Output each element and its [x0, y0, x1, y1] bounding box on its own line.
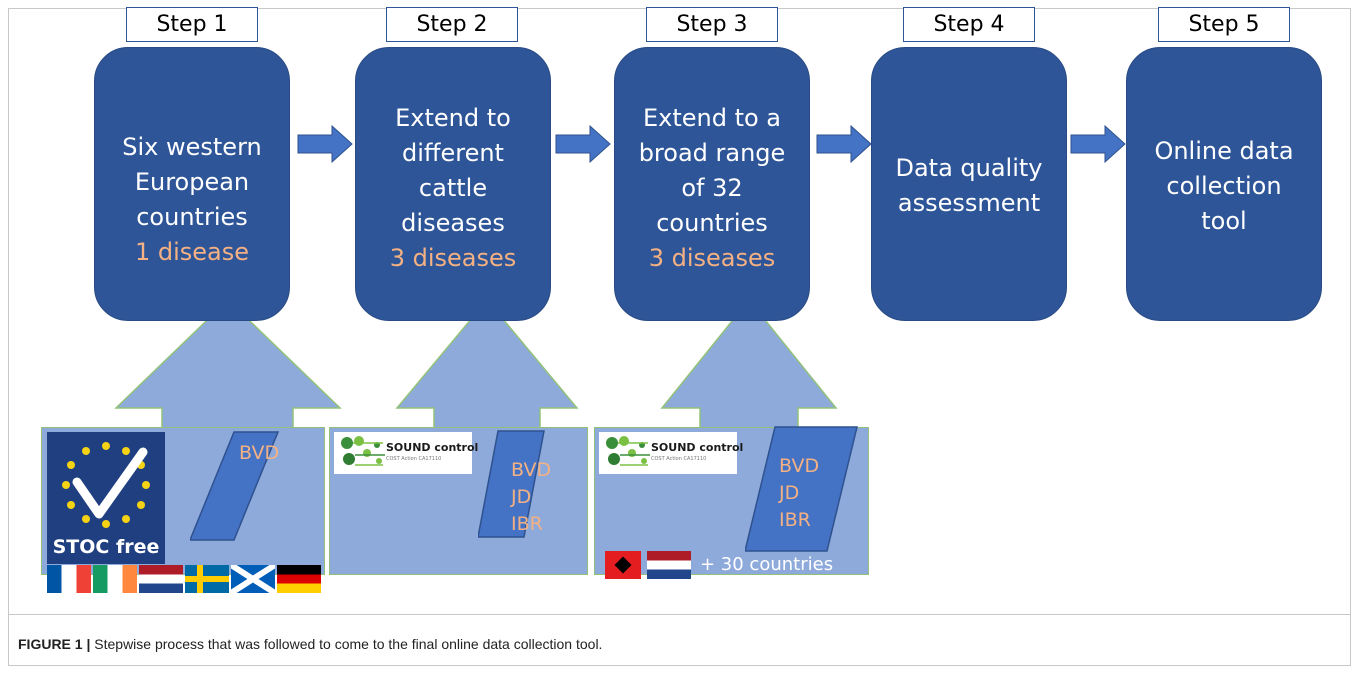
right-arrow-2	[555, 124, 611, 164]
disease-label-jd-3: JD	[779, 482, 800, 504]
step-2-line-4: diseases	[401, 208, 505, 237]
step-tab-1: Step 1	[126, 7, 258, 42]
step-1-line-1: Six western	[122, 133, 262, 161]
step-box-5: Online data collection tool	[1126, 47, 1322, 321]
sound-control-logo-graphic	[341, 436, 385, 466]
step-tab-5: Step 5	[1158, 7, 1290, 42]
step-3-line-2: broad range	[638, 138, 786, 167]
flag-germany-icon	[277, 565, 321, 593]
flag-sweden-icon	[185, 565, 229, 593]
step-tab-3: Step 3	[646, 7, 778, 42]
disease-label-jd-2: JD	[511, 486, 532, 508]
flag-scotland-icon	[231, 565, 275, 593]
disease-parallelogram-1	[190, 431, 280, 541]
flag-france-icon	[47, 565, 91, 593]
step-box-4: Data quality assessment	[871, 47, 1067, 321]
step-2-line-3: cattle	[418, 173, 488, 202]
stoc-free-logo-graphic	[62, 442, 150, 528]
step-4-line-2: assessment	[897, 189, 1041, 217]
disease-labels-3: BVD JD IBR	[779, 453, 819, 534]
caption-text: Stepwise process that was followed to co…	[90, 636, 603, 652]
disease-label-bvd-1: BVD	[239, 442, 280, 464]
step-2-line-1: Extend to	[395, 103, 511, 132]
step-1-disease: 1 disease	[134, 238, 250, 266]
flag-albania-icon	[605, 551, 641, 579]
step-box-1: Six western European countries 1 disease	[94, 47, 290, 321]
step-tab-4: Step 4	[903, 7, 1035, 42]
flag-netherlands-icon	[139, 565, 183, 593]
disease-label-ibr-3: IBR	[779, 509, 811, 531]
step-2-disease: 3 diseases	[389, 243, 517, 272]
step-tab-2: Step 2	[386, 7, 518, 42]
sound-control-logo: SOUND control COST Action CA17110	[334, 432, 478, 474]
stoc-free-logo: STOC free	[47, 432, 165, 564]
right-arrow-1	[297, 124, 353, 164]
panel-step-1: STOC free BVD	[41, 427, 325, 593]
sound-control-logo-3: SOUND control COST Action CA17110	[599, 432, 743, 474]
step-3-line-4: countries	[656, 208, 768, 237]
flag-ireland-icon	[93, 565, 137, 593]
extra-countries-label: + 30 countries	[700, 554, 834, 575]
step-3-disease: 3 diseases	[648, 243, 776, 272]
sound-control-logo-graphic-3	[606, 436, 650, 466]
step-5-line-2: collection	[1166, 171, 1282, 200]
right-arrow-4	[1070, 124, 1126, 164]
step-5-line-3: tool	[1201, 206, 1247, 235]
disease-parallelogram-3	[745, 426, 858, 552]
flag-netherlands-icon-3	[647, 551, 691, 579]
figure-caption: FIGURE 1 | Stepwise process that was fol…	[8, 614, 1351, 666]
sound-control-logo-sub-1: COST Action CA17110	[386, 456, 442, 462]
step-1-line-3: countries	[136, 203, 248, 231]
step-5-line-1: Online data	[1154, 136, 1294, 165]
disease-label-bvd-2: BVD	[511, 459, 552, 481]
caption-label: FIGURE 1 |	[18, 636, 91, 652]
step-2-line-2: different	[402, 138, 504, 167]
step-3-line-1: Extend to a	[642, 103, 782, 132]
sound-control-logo-text-1: SOUND control	[386, 441, 479, 454]
step-4-line-1: Data quality	[895, 154, 1043, 182]
panel-step-3: SOUND control COST Action CA17110 BVD JD…	[594, 426, 869, 579]
step-1-line-2: European	[134, 168, 250, 196]
disease-labels-2: BVD JD IBR	[511, 457, 551, 538]
step-box-3: Extend to a broad range of 32 countries …	[614, 47, 810, 321]
step-box-2: Extend to different cattle diseases 3 di…	[355, 47, 551, 321]
right-arrow-3	[816, 124, 872, 164]
sound-control-logo-sub-3: COST Action CA17110	[651, 456, 707, 462]
disease-label-ibr-2: IBR	[511, 513, 543, 535]
panel-step-2: SOUND control COST Action CA17110 BVD JD…	[329, 427, 588, 575]
stoc-free-logo-text: STOC free	[52, 536, 160, 558]
step-3-line-3: of 32	[681, 173, 743, 202]
disease-label-bvd-3: BVD	[779, 455, 820, 477]
sound-control-logo-text-3: SOUND control	[651, 441, 744, 454]
disease-parallelogram-2	[478, 430, 545, 538]
